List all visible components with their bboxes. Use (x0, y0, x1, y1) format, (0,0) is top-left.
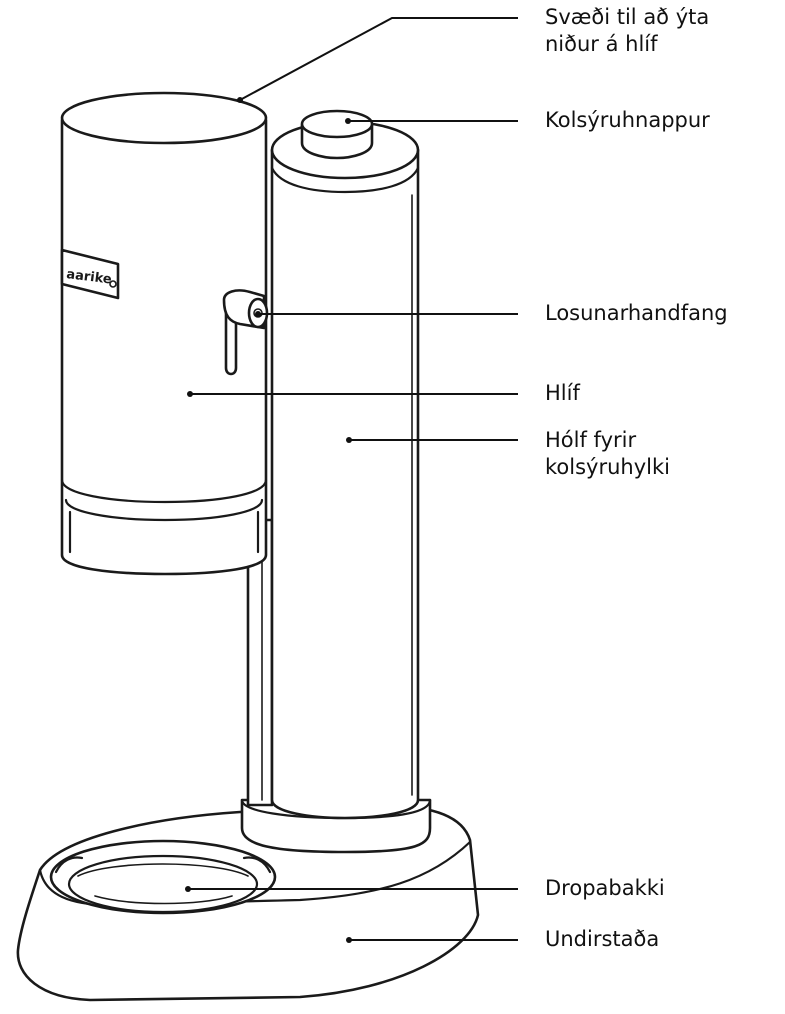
leader-lines (185, 17, 518, 943)
label-cylinder-compartment: Hólf fyrir kolsýruhylki (545, 428, 670, 479)
cylinder-compartment (270, 120, 420, 820)
label-push-area: Svæði til að ýta niður á hlíf (545, 5, 710, 56)
cover (60, 91, 268, 576)
leader-push-area (239, 17, 518, 101)
drip-tray (49, 839, 277, 915)
label-drip-tray: Dropabakki (545, 876, 665, 900)
label-release-handle: Losunarhandfang (545, 301, 728, 325)
label-base: Undirstaða (545, 927, 660, 951)
co2-button (300, 109, 374, 160)
logo-plate: aarike (60, 248, 120, 300)
label-cover: Hlíf (545, 381, 580, 405)
label-co2-button: Kolsýruhnappur (545, 108, 710, 132)
logo-text: aarike (66, 267, 113, 287)
